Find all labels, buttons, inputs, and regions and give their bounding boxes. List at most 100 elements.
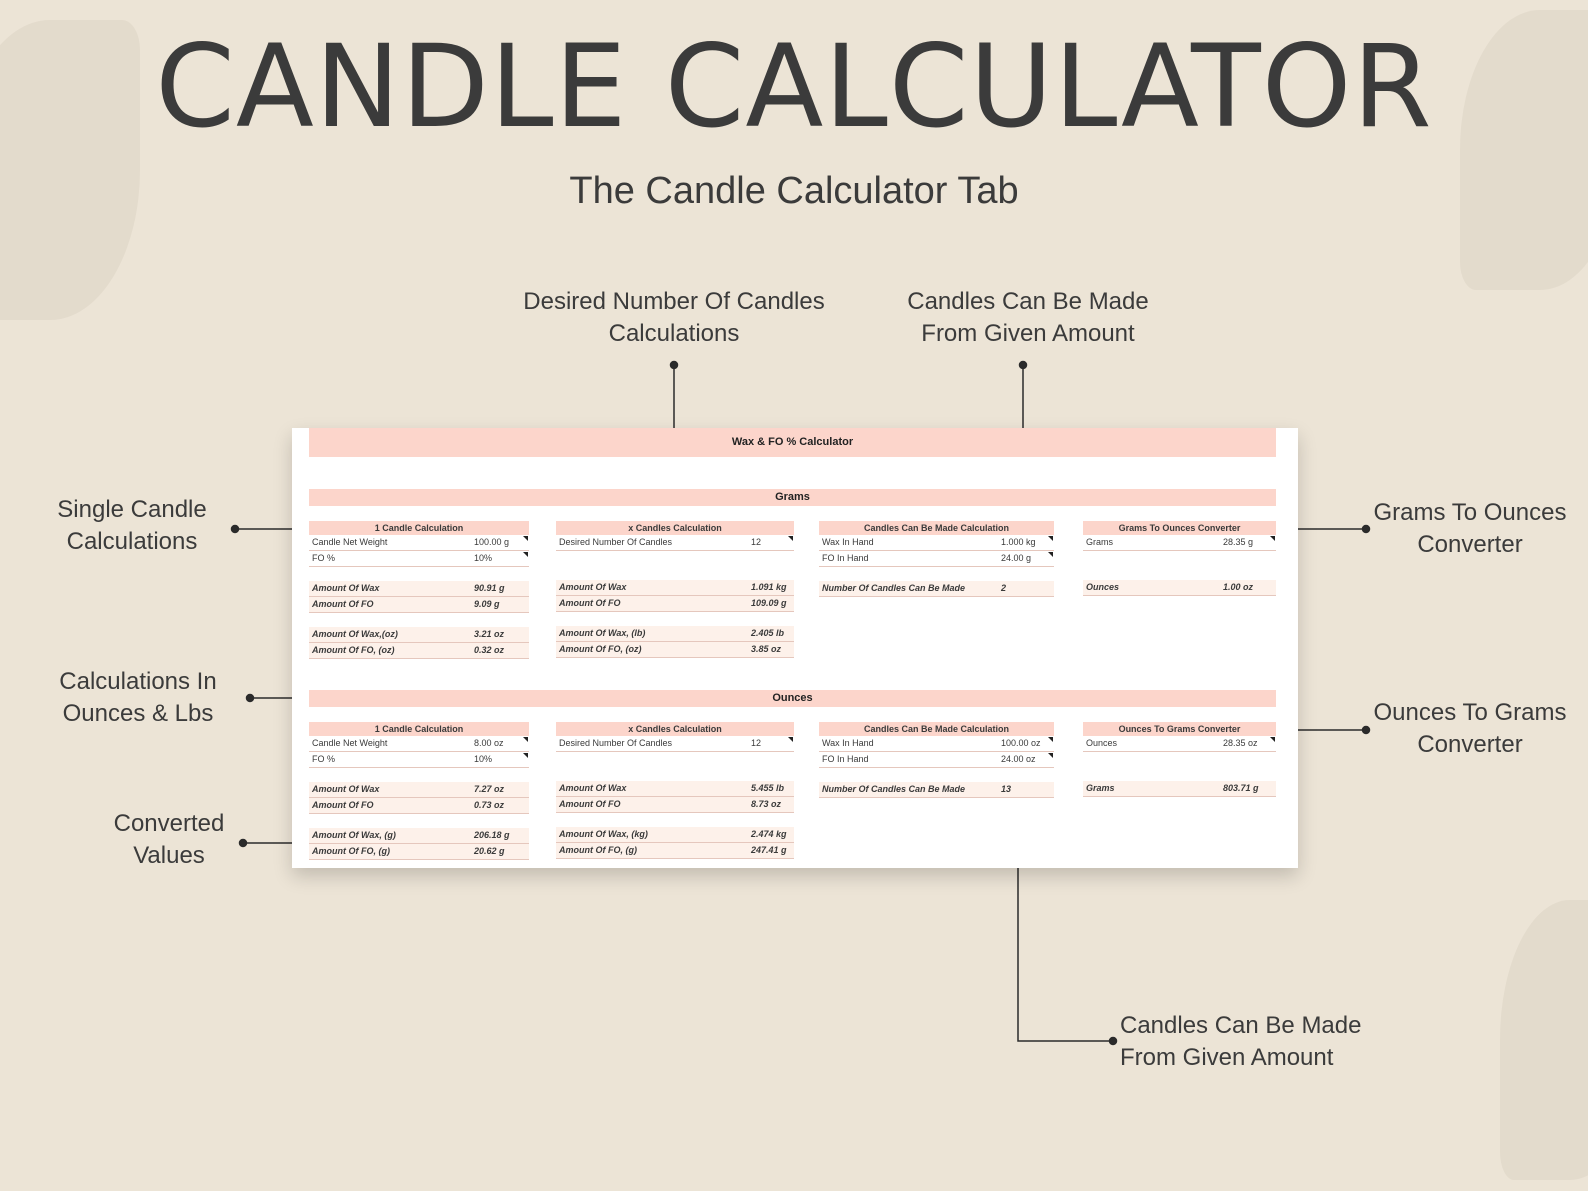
block-title: Grams To Ounces Converter xyxy=(1083,521,1276,535)
annotation-can-be-made-top: Candles Can Be Made From Given Amount xyxy=(907,288,1149,347)
ounces-band: Ounces xyxy=(309,690,1276,707)
row-label: Amount Of FO xyxy=(312,599,374,609)
block-title: Ounces To Grams Converter xyxy=(1083,722,1276,736)
annotation-ounces-to-grams: Ounces To Grams Converter xyxy=(1373,699,1567,758)
comment-marker-icon xyxy=(523,552,528,557)
comment-marker-icon xyxy=(523,536,528,541)
row-label: Number Of Candles Can Be Made xyxy=(822,583,966,593)
row-label: Desired Number Of Candles xyxy=(559,537,673,547)
row-label: Wax In Hand xyxy=(822,738,874,748)
block-title: 1 Candle Calculation xyxy=(309,722,529,736)
comment-marker-icon xyxy=(1270,536,1275,541)
row-value[interactable]: 1.000 kg xyxy=(1001,537,1036,547)
spacer xyxy=(309,567,529,581)
spacer xyxy=(556,566,794,580)
result-row: Amount Of Wax, (kg)2.474 kg xyxy=(556,827,794,843)
row-label: Amount Of Wax xyxy=(312,784,380,794)
input-cell-row[interactable]: FO %10% xyxy=(309,752,529,768)
row-value[interactable]: 28.35 oz xyxy=(1223,738,1258,748)
comment-marker-icon xyxy=(1048,753,1053,758)
row-value[interactable]: 24.00 oz xyxy=(1001,754,1036,764)
row-label: Amount Of FO, (oz) xyxy=(312,645,395,655)
input-cell-row[interactable]: FO %10% xyxy=(309,551,529,567)
page-title: CANDLE CALCULATOR xyxy=(155,20,1433,153)
row-value[interactable]: 100.00 oz xyxy=(1001,738,1041,748)
grams-band: Grams xyxy=(309,489,1276,506)
row-value: 3.85 oz xyxy=(751,644,782,654)
block-title: Candles Can Be Made Calculation xyxy=(819,722,1054,736)
input-cell-row[interactable]: Wax In Hand 100.00 oz xyxy=(819,736,1054,752)
input-cell-row[interactable]: Wax In Hand 1.000 kg xyxy=(819,535,1054,551)
annotation-desired-number: Desired Number Of Candles Calculations xyxy=(523,288,825,347)
row-label: Ounces xyxy=(1086,738,1118,748)
row-label: Number Of Candles Can Be Made xyxy=(822,784,966,794)
block-title: 1 Candle Calculation xyxy=(309,521,529,535)
annotation-calc-in-ounces: Calculations In Ounces & Lbs xyxy=(59,668,217,727)
spacer xyxy=(1083,566,1276,580)
row-value: 2.405 lb xyxy=(751,628,785,638)
result-row: Number Of Candles Can Be Made 2 xyxy=(819,581,1054,597)
sheet-header: Wax & FO % Calculator xyxy=(309,428,1276,457)
result-row: Amount Of FO, (oz)3.85 oz xyxy=(556,642,794,658)
row-label: Amount Of FO xyxy=(312,800,374,810)
row-value[interactable]: 28.35 g xyxy=(1223,537,1254,547)
input-cell-row[interactable]: Desired Number Of Candles 12 xyxy=(556,535,794,551)
input-cell-row[interactable]: Ounces 28.35 oz xyxy=(1083,736,1276,752)
spacer xyxy=(309,768,529,782)
annotation-converted-values: Converted Values xyxy=(113,810,225,869)
row-label: Grams xyxy=(1086,783,1115,793)
row-value: 803.71 g xyxy=(1223,783,1259,793)
page-subtitle: The Candle Calculator Tab xyxy=(569,170,1019,212)
annotation-can-be-made-bottom: Candles Can Be Made From Given Amount xyxy=(1120,1012,1362,1071)
row-value: 2 xyxy=(1001,583,1007,593)
row-value[interactable]: 10% xyxy=(474,754,493,764)
spacer xyxy=(556,612,794,626)
spreadsheet: Wax & FO % Calculator Grams Ounces 1 Can… xyxy=(292,428,1298,868)
row-label: Ounces xyxy=(1086,582,1120,592)
result-row: Amount Of Wax, (g)206.18 g xyxy=(309,828,529,844)
row-value[interactable]: 8.00 oz xyxy=(474,738,504,748)
block-title: x Candles Calculation xyxy=(556,722,794,736)
row-label: Amount Of Wax xyxy=(312,583,380,593)
annotation-single-candle: Single Candle Calculations xyxy=(57,496,207,555)
row-value[interactable]: 24.00 g xyxy=(1001,553,1032,563)
result-row: Amount Of Wax, (lb)2.405 lb xyxy=(556,626,794,642)
row-label: Wax In Hand xyxy=(822,537,874,547)
comment-marker-icon xyxy=(523,753,528,758)
spacer xyxy=(556,767,794,781)
row-value: 20.62 g xyxy=(474,846,505,856)
block-title: Candles Can Be Made Calculation xyxy=(819,521,1054,535)
row-value[interactable]: 100.00 g xyxy=(474,537,510,547)
comment-marker-icon xyxy=(1270,737,1275,742)
comment-marker-icon xyxy=(788,536,793,541)
empty-row xyxy=(556,752,794,767)
spacer xyxy=(309,814,529,828)
spacer xyxy=(819,567,1054,581)
row-value[interactable]: 12 xyxy=(751,738,762,748)
row-value[interactable]: 12 xyxy=(751,537,762,547)
row-label: Amount Of Wax xyxy=(559,783,627,793)
row-value[interactable]: 10% xyxy=(474,553,493,563)
row-value: 109.09 g xyxy=(751,598,787,608)
result-row: Grams 803.71 g xyxy=(1083,781,1276,797)
empty-row xyxy=(1083,752,1276,767)
empty-row xyxy=(1083,551,1276,566)
row-value: 8.73 oz xyxy=(751,799,782,809)
